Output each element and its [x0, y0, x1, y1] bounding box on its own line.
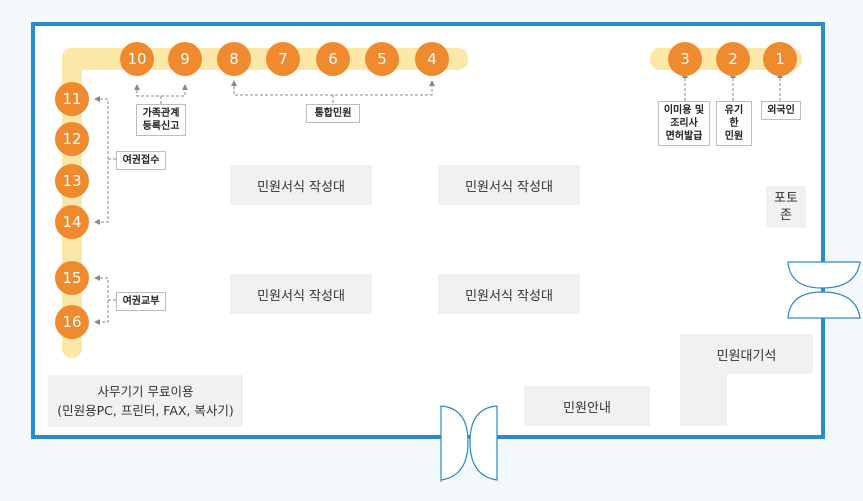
window-4: 4: [415, 42, 449, 76]
arrow-8: [231, 80, 237, 86]
integrated-bracket-line: [233, 86, 433, 96]
passport-apply-bracket-line: [100, 98, 109, 223]
window-12: 12: [55, 122, 89, 156]
waiting-seats: 민원대기석: [680, 334, 813, 374]
entrance-door-left: [440, 405, 469, 481]
label-passport-issue: 여권교부: [116, 292, 166, 311]
label-passport-apply: 여권접수: [116, 151, 166, 170]
window-2: 2: [716, 42, 750, 76]
label-integrated-civil: 통합민원: [306, 104, 360, 123]
window-6: 6: [316, 42, 350, 76]
office-equipment-area: 사무기기 무료이용 (민원용PC, 프린터, FAX, 복사기): [48, 375, 243, 427]
label-licence-issue: 이미용 및 조리사 면허발급: [658, 101, 710, 146]
form-desk-1: 민원서식 작성대: [230, 165, 372, 205]
arrow-14: [94, 219, 100, 225]
window-3: 3: [668, 42, 702, 76]
photo-zone: 포토 존: [766, 186, 806, 228]
label-estate-civil: 유기한 민원: [716, 101, 752, 146]
arrow-9: [182, 84, 188, 90]
window-13: 13: [55, 164, 89, 198]
form-desk-3: 민원서식 작성대: [230, 274, 372, 314]
window-14: 14: [55, 205, 89, 239]
window-16: 16: [55, 305, 89, 339]
arrow-4: [429, 80, 435, 86]
arrow-11: [94, 96, 100, 102]
window-9: 9: [168, 42, 202, 76]
side-door-top: [787, 261, 861, 289]
window-11: 11: [55, 82, 89, 116]
arrow-15: [94, 275, 100, 281]
form-desk-4: 민원서식 작성대: [438, 274, 580, 314]
civil-guide-desk: 민원안내: [524, 386, 650, 426]
window-15: 15: [55, 261, 89, 295]
label-foreigner: 외국인: [761, 101, 801, 120]
waiting-seats-extension: [680, 370, 727, 426]
window-8: 8: [217, 42, 251, 76]
label-family-registration: 가족관계 등록신고: [136, 104, 186, 136]
entrance-door-right: [469, 405, 498, 481]
window-1: 1: [763, 42, 797, 76]
arrow-10: [134, 84, 140, 90]
form-desk-2: 민원서식 작성대: [438, 165, 580, 205]
window-7: 7: [266, 42, 300, 76]
family-bracket-line: [136, 90, 186, 97]
window-5: 5: [365, 42, 399, 76]
side-door-bottom: [787, 291, 861, 319]
arrow-16: [94, 319, 100, 325]
window-10: 10: [120, 42, 154, 76]
passport-issue-bracket-line: [100, 277, 109, 323]
